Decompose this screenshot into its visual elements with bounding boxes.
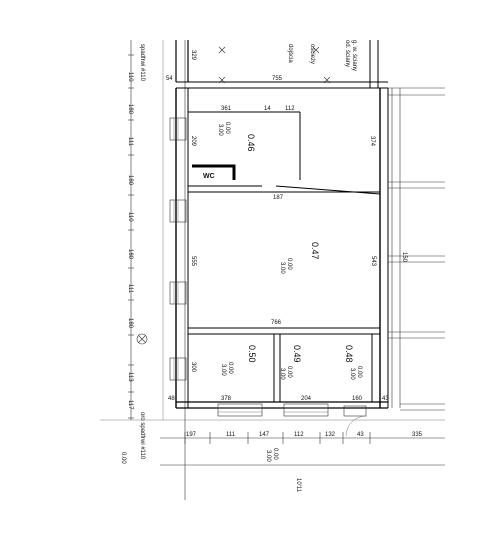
bottom-right-label: 10'11 (295, 478, 301, 493)
x-marks (218, 46, 331, 84)
dim-160: 160 (352, 396, 363, 402)
svg-text:3.00: 3.00 (279, 262, 285, 274)
bottom-dim-2: 111 (226, 432, 236, 438)
svg-text:0.00: 0.00 (286, 366, 292, 378)
bottom-dim-7: 335 (412, 432, 423, 438)
level-marker-3: 0.00 3.00 (220, 362, 233, 376)
bottom-dim-3: 147 (259, 432, 270, 438)
dim-112: 112 (285, 106, 295, 112)
wc-label: WC (203, 173, 215, 180)
level-marker-5: 0.00 3.00 (349, 366, 362, 380)
svg-text:3.00: 3.00 (217, 124, 223, 136)
level-marker-1: 0.00 3.00 (217, 122, 230, 136)
upper-walls (175, 40, 388, 89)
left-dimension-ticks (128, 54, 134, 419)
room-area-1: 0.46 (246, 134, 256, 152)
level-marker-4: 0.00 3.00 (279, 366, 292, 380)
top-note-c: od. ściany (344, 40, 350, 67)
dim-755: 755 (272, 76, 283, 82)
spad-label-top: spadfrwi #110 (139, 44, 145, 82)
light-fixture-icon (136, 333, 148, 345)
room-area-3: 0.50 (247, 345, 257, 363)
dim-378: 378 (221, 396, 232, 402)
dim-209: 209 (190, 136, 196, 147)
vertical-dim-2: 180 (127, 104, 133, 115)
level-label-left: 0.00 (120, 452, 126, 464)
bottom-windows (217, 403, 367, 437)
dim-766: 766 (271, 320, 282, 326)
top-note-a: dojścia (287, 44, 293, 63)
room-area-5: 0.48 (344, 345, 354, 363)
svg-text:3.00: 3.00 (220, 364, 226, 376)
svg-text:0.00: 0.00 (356, 366, 362, 378)
svg-text:0.00: 0.00 (286, 258, 292, 270)
svg-text:0.00: 0.00 (272, 448, 278, 460)
dim-204: 204 (301, 396, 312, 402)
dim-374: 374 (369, 136, 375, 147)
svg-text:0.00: 0.00 (224, 122, 230, 134)
dim-543: 543 (370, 256, 376, 267)
dim-48: 48 (168, 396, 175, 402)
dim-43: 43 (382, 396, 389, 402)
left-windows (169, 117, 187, 381)
dim-361: 361 (221, 106, 232, 112)
bottom-dim-6: 43 (357, 432, 364, 438)
vertical-dim-10: 117 (127, 400, 133, 410)
vertical-dim-4: 180 (127, 175, 133, 186)
vertical-dim-9: 113 (127, 372, 133, 382)
vertical-dim-5: 110 (127, 212, 133, 222)
spad-label-bottom: oro spadfrwi #110 (139, 412, 145, 460)
dim-54: 54 (166, 76, 173, 82)
top-note-b: ościeży (309, 44, 315, 64)
dim-14: 14 (264, 106, 271, 112)
bottom-dim-1: 197 (186, 432, 197, 438)
building-walls (175, 88, 389, 409)
level-marker-2: 0.00 3.00 (279, 258, 292, 274)
room-area-4: 0.49 (292, 345, 302, 363)
bottom-dim-4: 112 (294, 432, 304, 438)
vertical-dim-7: 111 (127, 284, 133, 294)
svg-text:3.00: 3.00 (349, 368, 355, 380)
vertical-dim-1: 110 (127, 72, 133, 82)
dim-150: 150 (401, 252, 407, 263)
vertical-dim-6: 180 (127, 249, 133, 260)
top-note-d: g. w. ściany (351, 40, 357, 71)
room-area-2: 0.47 (310, 242, 320, 260)
top-note-e: 329 (190, 50, 196, 61)
right-adjacent-unit (388, 87, 445, 411)
bottom-dimension-lines (160, 432, 445, 466)
dim-300: 300 (190, 362, 196, 373)
vertical-dim-3: 111 (127, 137, 133, 147)
svg-text:0.00: 0.00 (227, 362, 233, 374)
dim-187: 187 (273, 195, 284, 201)
wc-wall-marker (192, 164, 236, 180)
svg-text:3.00: 3.00 (279, 368, 285, 380)
dim-555: 555 (190, 256, 196, 267)
bottom-dim-5: 132 (325, 432, 336, 438)
vertical-dim-8: 180 (127, 318, 133, 329)
level-marker-6: 0.00 3.00 (265, 448, 278, 462)
svg-text:3.00: 3.00 (265, 450, 271, 462)
